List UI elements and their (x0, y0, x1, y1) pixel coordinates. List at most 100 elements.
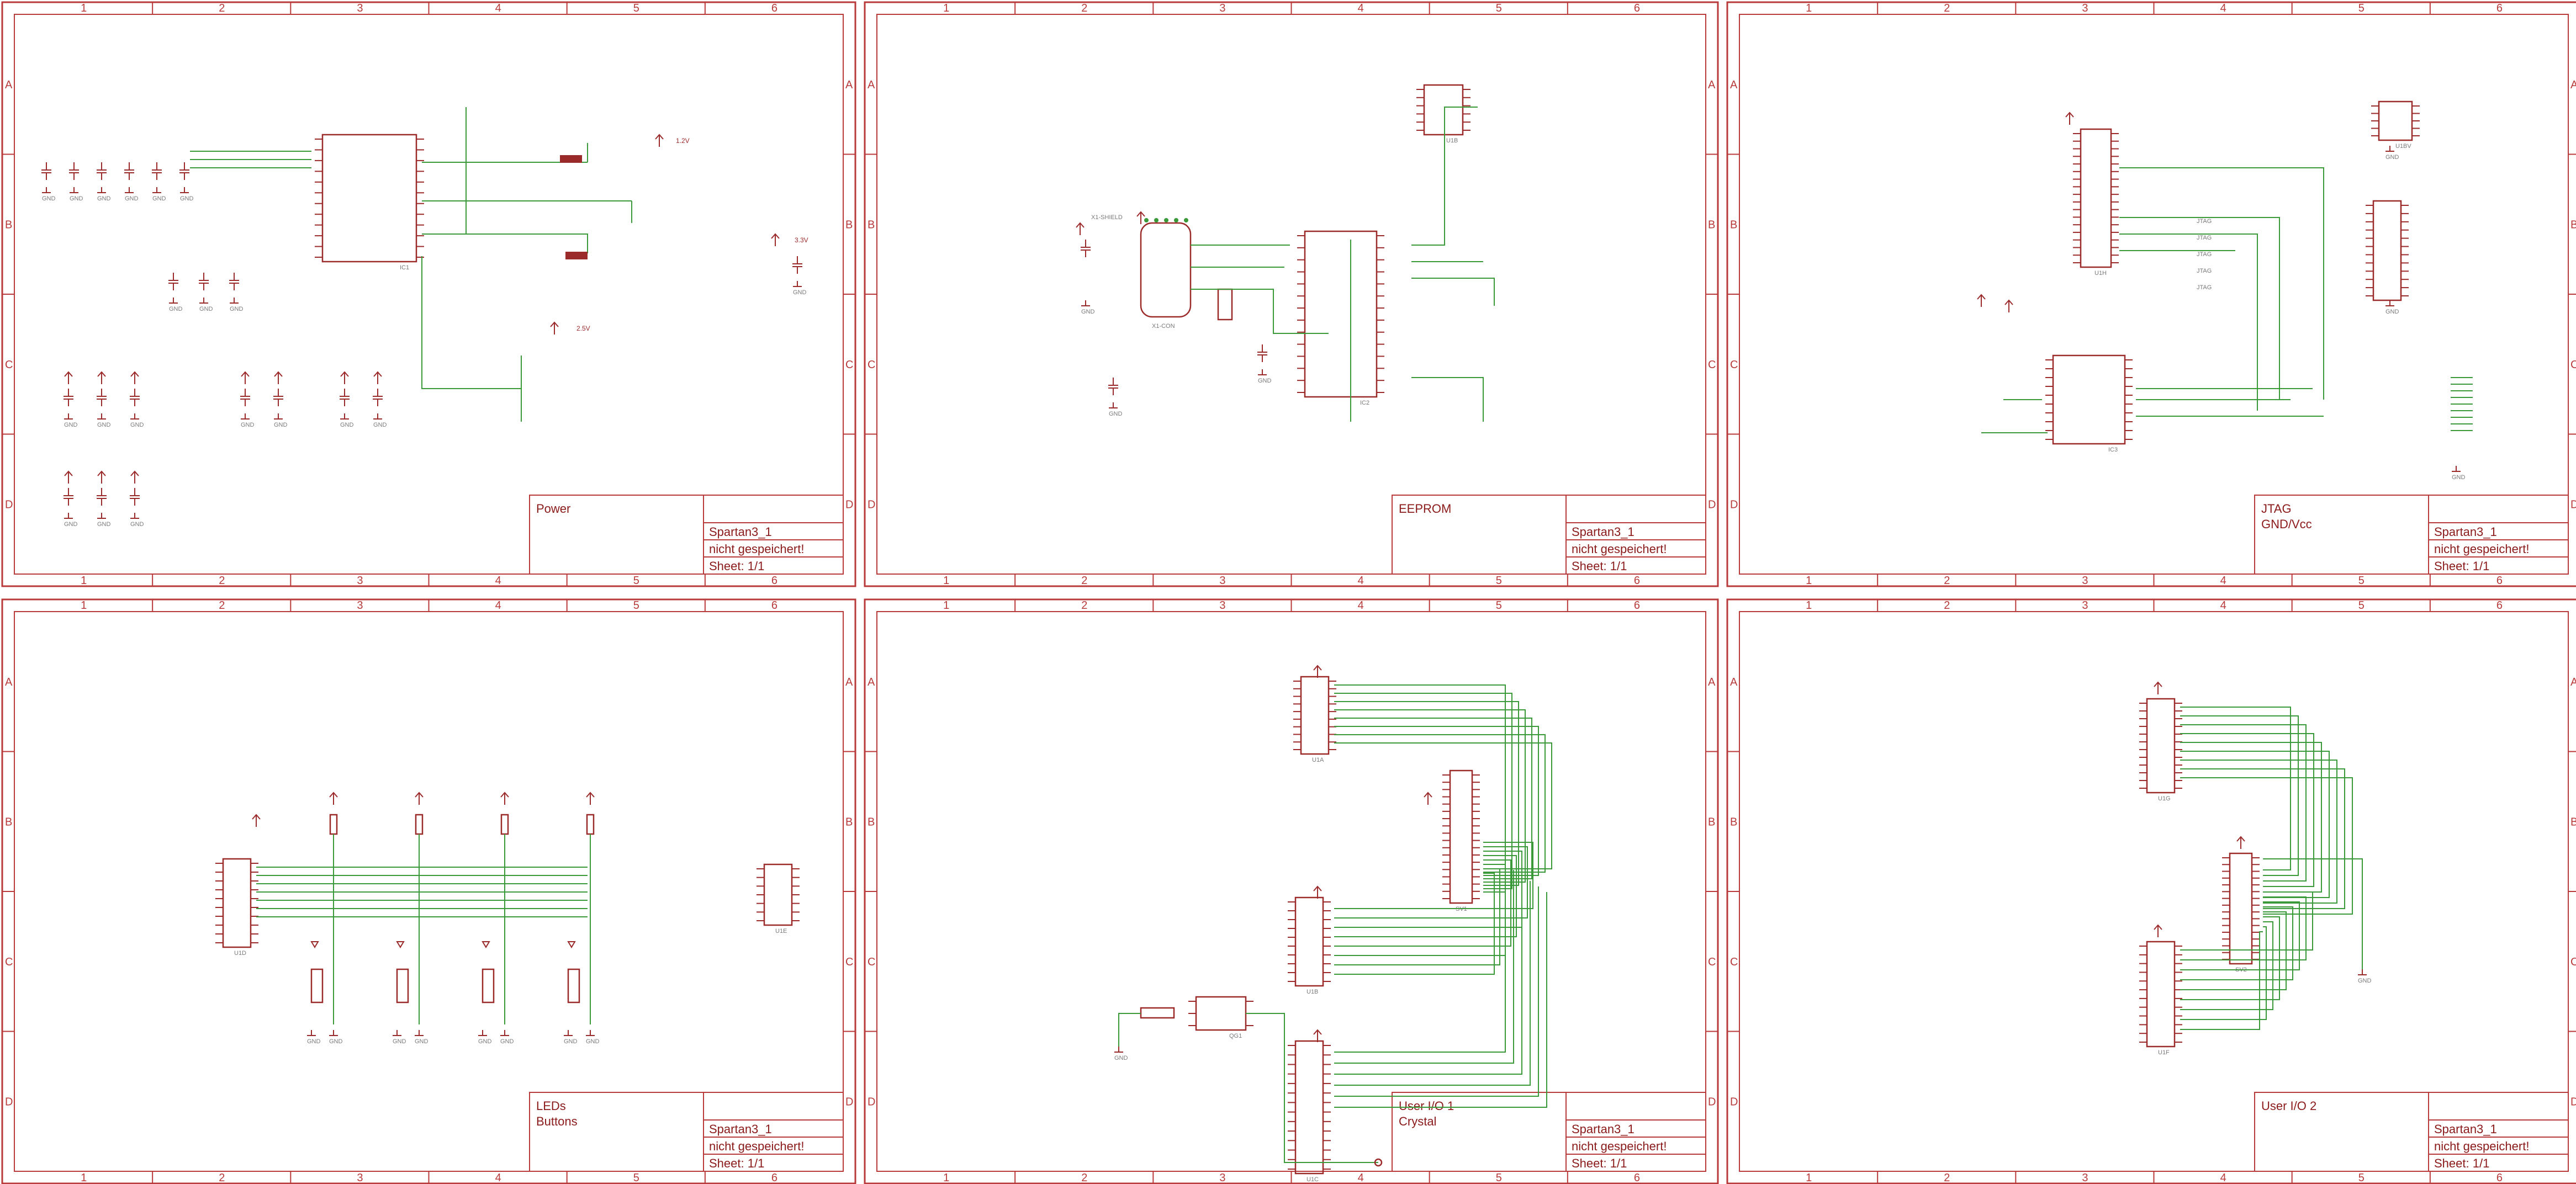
project-name: Spartan3_1 (709, 525, 772, 539)
row-label: D (868, 1096, 875, 1108)
column-label: 5 (633, 599, 639, 612)
sheet-subtitle: Buttons (536, 1114, 578, 1128)
save-status: nicht gespeichert! (2434, 1139, 2529, 1153)
svg-text:GND: GND (793, 289, 807, 296)
svg-text:GND: GND (42, 195, 56, 202)
project-name: Spartan3_1 (709, 1122, 772, 1136)
svg-text:U1C: U1C (1306, 1176, 1319, 1183)
svg-text:GND: GND (478, 1038, 492, 1045)
row-label: A (1730, 676, 1738, 688)
column-label: 3 (357, 1172, 363, 1184)
column-label: 1 (81, 599, 87, 612)
sheet-subtitle: Crystal (1399, 1114, 1436, 1128)
svg-text:GND: GND (1114, 1055, 1128, 1061)
row-label: B (845, 816, 853, 828)
column-label: 4 (2220, 599, 2226, 612)
column-label: 4 (2220, 575, 2226, 587)
svg-text:U1E: U1E (775, 928, 787, 935)
project-name: Spartan3_1 (1572, 525, 1635, 539)
column-label: 2 (1081, 1172, 1087, 1184)
column-label: 3 (1219, 599, 1225, 612)
row-label: A (868, 79, 875, 91)
svg-text:GND: GND (393, 1038, 406, 1045)
svg-text:GND: GND (373, 422, 387, 428)
svg-text:GND: GND (70, 195, 83, 202)
column-label: 4 (495, 2, 501, 14)
column-label: 5 (1496, 599, 1502, 612)
save-status: nicht gespeichert! (1572, 542, 1667, 556)
row-label: C (1730, 359, 1738, 371)
save-status: nicht gespeichert! (1572, 1139, 1667, 1153)
row-label: A (868, 676, 875, 688)
svg-text:GND: GND (415, 1038, 429, 1045)
svg-text:GND: GND (64, 521, 78, 528)
svg-text:JTAG: JTAG (2197, 218, 2212, 225)
project-name: Spartan3_1 (2434, 525, 2497, 539)
save-status: nicht gespeichert! (2434, 542, 2529, 556)
svg-text:GND: GND (1258, 378, 1272, 384)
row-label: D (5, 498, 13, 511)
column-label: 6 (1634, 2, 1640, 14)
column-label: 3 (1219, 2, 1225, 14)
column-label: 6 (1634, 1172, 1640, 1184)
svg-text:GND: GND (241, 422, 255, 428)
sheet-title: JTAG (2261, 502, 2292, 516)
column-label: 3 (1219, 1172, 1225, 1184)
row-label: A (2570, 676, 2576, 688)
row-label: B (868, 219, 875, 231)
column-label: 6 (771, 2, 777, 14)
row-label: D (845, 498, 853, 511)
sheet-number: Sheet: 1/1 (1572, 1156, 1627, 1170)
row-label: B (1730, 219, 1737, 231)
column-label: 2 (219, 1172, 225, 1184)
column-label: 3 (2082, 1172, 2088, 1184)
column-label: 4 (495, 1172, 501, 1184)
column-label: 4 (2220, 2, 2226, 14)
row-label: A (845, 676, 853, 688)
svg-text:GND: GND (130, 422, 144, 428)
row-label: B (1708, 219, 1715, 231)
svg-text:JTAG: JTAG (2197, 251, 2212, 258)
column-label: 5 (633, 575, 639, 587)
column-label: 1 (1806, 575, 1812, 587)
row-label: D (1708, 1096, 1716, 1108)
row-label: C (2570, 359, 2576, 371)
svg-text:JTAG: JTAG (2197, 268, 2212, 274)
column-label: 6 (771, 599, 777, 612)
column-label: 5 (2358, 575, 2365, 587)
row-label: B (5, 219, 12, 231)
column-label: 3 (357, 2, 363, 14)
column-label: 1 (1806, 2, 1812, 14)
svg-text:GND: GND (500, 1038, 514, 1045)
sheet-title: User I/O 2 (2261, 1099, 2316, 1113)
svg-text:GND: GND (230, 306, 244, 312)
column-label: 1 (81, 2, 87, 14)
row-label: D (1730, 498, 1738, 511)
svg-text:GND: GND (2385, 309, 2399, 315)
svg-text:GND: GND (329, 1038, 343, 1045)
row-label: A (5, 676, 13, 688)
row-label: C (1730, 956, 1738, 968)
row-label: C (845, 956, 853, 968)
column-label: 6 (2496, 599, 2503, 612)
column-label: 3 (2082, 575, 2088, 587)
sheet-subtitle: GND/Vcc (2261, 517, 2312, 531)
row-label: B (1708, 816, 1715, 828)
svg-text:GND: GND (586, 1038, 600, 1045)
row-label: D (845, 1096, 853, 1108)
svg-text:GND: GND (97, 195, 111, 202)
row-label: D (2570, 498, 2576, 511)
row-label: A (845, 79, 853, 91)
svg-text:X1-SHIELD: X1-SHIELD (1091, 214, 1123, 221)
row-label: C (2570, 956, 2576, 968)
column-label: 2 (1944, 599, 1950, 612)
svg-text:GND: GND (2358, 978, 2372, 984)
sheet-number: Sheet: 1/1 (1572, 559, 1627, 573)
column-label: 3 (1219, 575, 1225, 587)
svg-text:QG1: QG1 (1229, 1033, 1242, 1039)
